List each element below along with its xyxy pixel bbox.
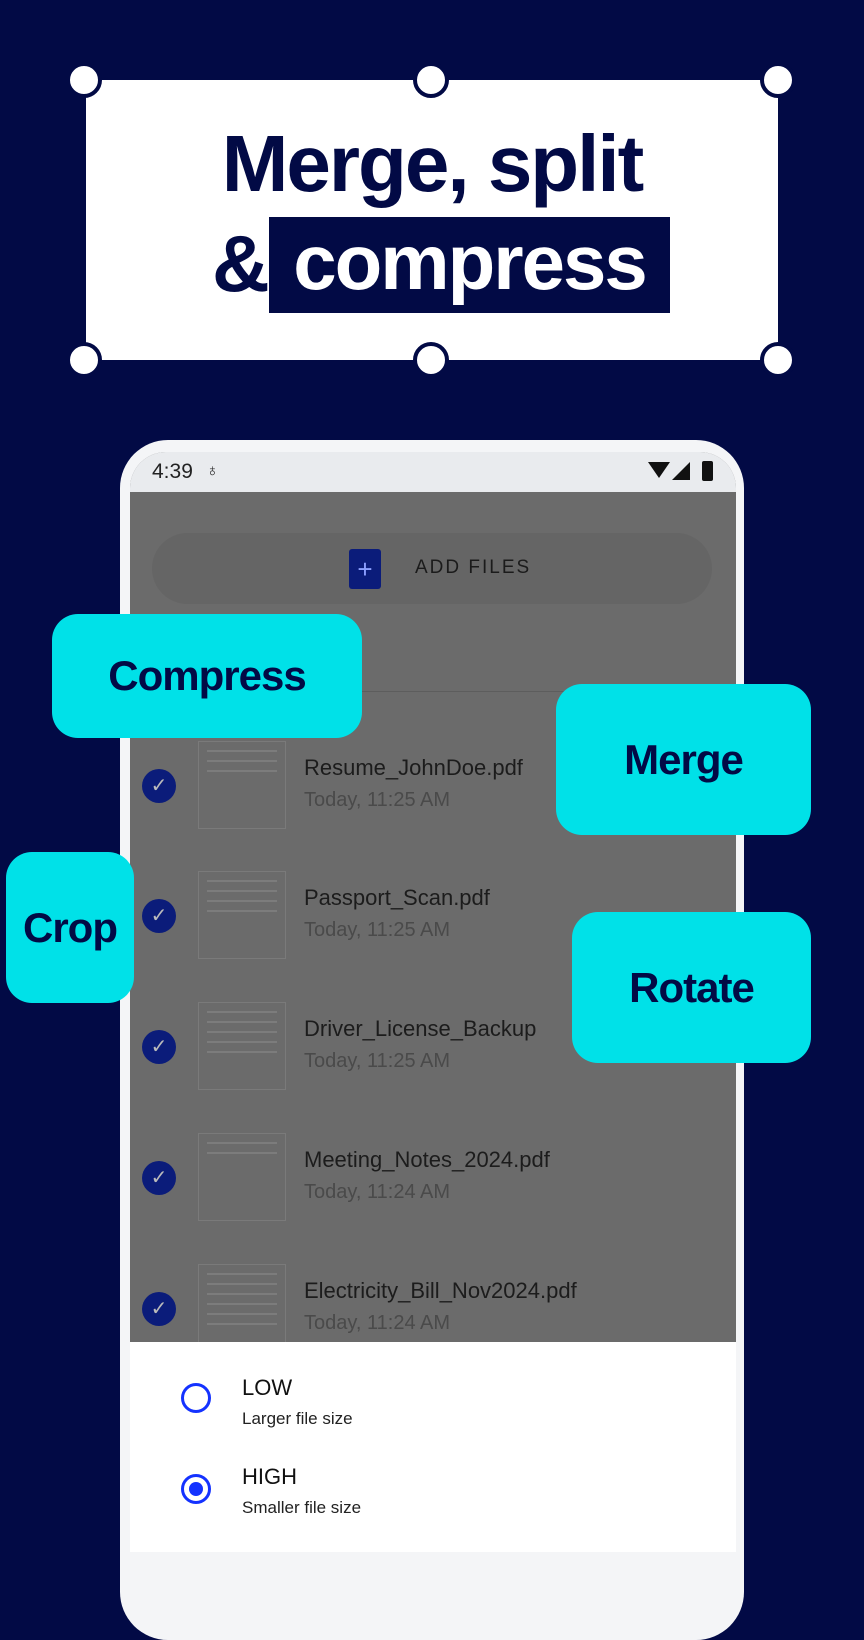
signal-icon <box>672 462 690 480</box>
checkbox-checked-icon[interactable]: ✓ <box>142 899 176 933</box>
compression-sheet: LOW Larger file size HIGH Smaller file s… <box>130 1342 736 1552</box>
rotate-tag: Rotate <box>572 912 811 1063</box>
checkbox-checked-icon[interactable]: ✓ <box>142 1161 176 1195</box>
option-high-sub: Smaller file size <box>242 1498 362 1517</box>
file-date: Today, 11:25 AM <box>304 1050 451 1072</box>
file-thumbnail <box>198 871 286 959</box>
frame-handle <box>760 342 796 378</box>
checkbox-checked-icon[interactable]: ✓ <box>142 1292 176 1326</box>
divider <box>320 691 736 692</box>
file-row[interactable]: ✓ Passport_Scan.pdf Today, 11:25 AM <box>130 871 736 1015</box>
file-name: Meeting_Notes_2024.pdf <box>304 1147 550 1172</box>
file-date: Today, 11:25 AM <box>304 919 451 941</box>
compress-tag: Compress <box>52 614 362 738</box>
file-thumbnail <box>198 1002 286 1090</box>
file-row[interactable]: ✓ Driver_License_Backup Today, 11:25 AM <box>130 1002 736 1146</box>
wifi-icon <box>648 462 670 478</box>
file-plus-icon: + <box>349 549 381 589</box>
file-thumbnail <box>198 741 286 829</box>
option-low-sub: Larger file size <box>242 1409 353 1428</box>
file-name: Resume_JohnDoe.pdf <box>304 755 523 780</box>
file-date: Today, 11:24 AM <box>304 1181 451 1203</box>
crop-tag: Crop <box>6 852 134 1003</box>
checkbox-checked-icon[interactable]: ✓ <box>142 769 176 803</box>
headline-ampersand: & <box>212 219 270 308</box>
file-date: Today, 11:24 AM <box>304 1312 451 1334</box>
frame-handle <box>760 62 796 98</box>
frame-handle <box>66 62 102 98</box>
add-files-button[interactable]: + ADD FILES <box>152 533 712 604</box>
frame-handle <box>413 342 449 378</box>
file-name: Driver_License_Backup <box>304 1016 537 1041</box>
battery-icon <box>702 461 713 481</box>
headline-line1: Merge, split <box>221 119 645 208</box>
headline-frame: Merge, split & compress <box>86 80 778 360</box>
accessibility-icon: ♁ <box>206 461 219 480</box>
file-row[interactable]: ✓ Electricity_Bill_Nov2024.pdf Today, 11… <box>130 1264 736 1408</box>
file-thumbnail <box>198 1133 286 1221</box>
file-name: Electricity_Bill_Nov2024.pdf <box>304 1278 577 1303</box>
frame-handle <box>413 62 449 98</box>
frame-handle <box>66 342 102 378</box>
status-bar: 4:39 ♁ <box>130 452 736 492</box>
status-time: 4:39 <box>152 460 193 483</box>
radio-high[interactable] <box>181 1474 211 1504</box>
file-date: Today, 11:25 AM <box>304 789 451 811</box>
radio-low[interactable] <box>181 1383 211 1413</box>
add-files-label: ADD FILES <box>415 557 532 578</box>
option-high-label[interactable]: HIGH <box>242 1464 297 1489</box>
file-row[interactable]: ✓ Resume_JohnDoe.pdf Today, 11:25 AM <box>130 741 736 885</box>
file-name: Passport_Scan.pdf <box>304 885 490 910</box>
headline-highlight: compress <box>269 217 670 313</box>
file-thumbnail <box>198 1264 286 1352</box>
file-row[interactable]: ✓ Meeting_Notes_2024.pdf Today, 11:24 AM <box>130 1133 736 1277</box>
merge-tag: Merge <box>556 684 811 835</box>
checkbox-checked-icon[interactable]: ✓ <box>142 1030 176 1064</box>
option-low-label[interactable]: LOW <box>242 1375 293 1400</box>
